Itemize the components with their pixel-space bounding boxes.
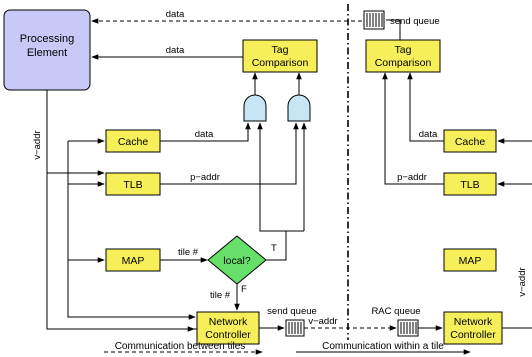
tag-comparison-right: Tag Comparison — [365, 39, 441, 73]
p-addr-right-label: p−addr — [397, 172, 427, 183]
network-controller-right-label-1: Network — [454, 316, 493, 328]
legend-between-tiles-label: Communication between tiles — [115, 341, 246, 352]
map-left-label: MAP — [122, 255, 145, 267]
data-pe-label: data — [166, 45, 185, 56]
v-addr-left-label: v−addr — [32, 130, 43, 159]
network-controller-left-label-1: Network — [209, 316, 248, 328]
false-branch-label: F — [241, 284, 247, 295]
tlb-left: TLB — [105, 172, 161, 196]
cache-right: Cache — [443, 129, 497, 153]
network-controller-left-label-2: Controller — [205, 329, 251, 341]
v-addr-right-label: v−addr — [517, 267, 528, 296]
processing-element-label-2: Element — [27, 47, 67, 59]
index-bus — [67, 141, 196, 320]
tile-num-map-label: tile # — [178, 247, 199, 258]
cache-right-label: Cache — [455, 136, 486, 148]
map-left: MAP — [105, 248, 161, 272]
map-right: MAP — [443, 248, 497, 272]
tlb-right-to-tag-paddr — [382, 72, 444, 185]
map-right-label: MAP — [459, 255, 482, 267]
rac-queue-label: RAC queue — [371, 306, 420, 317]
local-true-branch — [257, 122, 287, 261]
tlb-right-label: TLB — [460, 179, 479, 191]
tile-num-nc-label: tile # — [210, 290, 231, 301]
cache-left-label: Cache — [118, 136, 149, 148]
tag-comparison-left-label-1: Tag — [272, 44, 289, 56]
legend: Communication between tiles Communicatio… — [104, 341, 471, 355]
data-top-label: data — [166, 9, 185, 20]
processing-element-label-1: Processing — [20, 33, 74, 45]
and-gate-right — [287, 94, 311, 122]
tag-comparison-left-label-2: Comparison — [252, 57, 309, 69]
data-cache-label: data — [195, 129, 214, 140]
p-addr-left-label: p−addr — [190, 172, 220, 183]
local-decision-label: local? — [223, 255, 251, 267]
legend-within-tile-label: Communication within a tile — [322, 341, 444, 352]
cache-right-to-tag-data — [407, 72, 444, 142]
tag-comparison-right-label-1: Tag — [395, 44, 412, 56]
tag-to-send-queue — [386, 19, 401, 40]
cache-left: Cache — [105, 129, 161, 153]
send-queue-top-label: send queue — [390, 16, 440, 27]
local-decision: local? — [207, 235, 267, 285]
tag-comparison-left: Tag Comparison — [242, 39, 318, 73]
data-right-cache-label: data — [419, 129, 438, 140]
rac-queue — [397, 319, 419, 337]
processing-element: Processing Element — [3, 9, 91, 91]
tlb-to-gate-paddr — [160, 122, 299, 185]
tlb-right: TLB — [443, 172, 497, 196]
send-queue-top — [363, 10, 385, 30]
tag-comparison-right-label-2: Comparison — [375, 57, 432, 69]
and-gate-left — [243, 94, 267, 122]
true-branch-label: T — [271, 243, 277, 254]
cache-to-gate-data — [160, 122, 251, 142]
send-queue-bottom-label: send queue — [267, 306, 317, 317]
v-addr-queue-label: v−addr — [308, 316, 337, 327]
network-controller-right: Network Controller — [443, 311, 503, 345]
send-queue-bottom — [285, 319, 305, 337]
tlb-left-label: TLB — [123, 179, 142, 191]
network-controller-right-label-2: Controller — [450, 329, 496, 341]
network-controller-left: Network Controller — [196, 311, 260, 345]
